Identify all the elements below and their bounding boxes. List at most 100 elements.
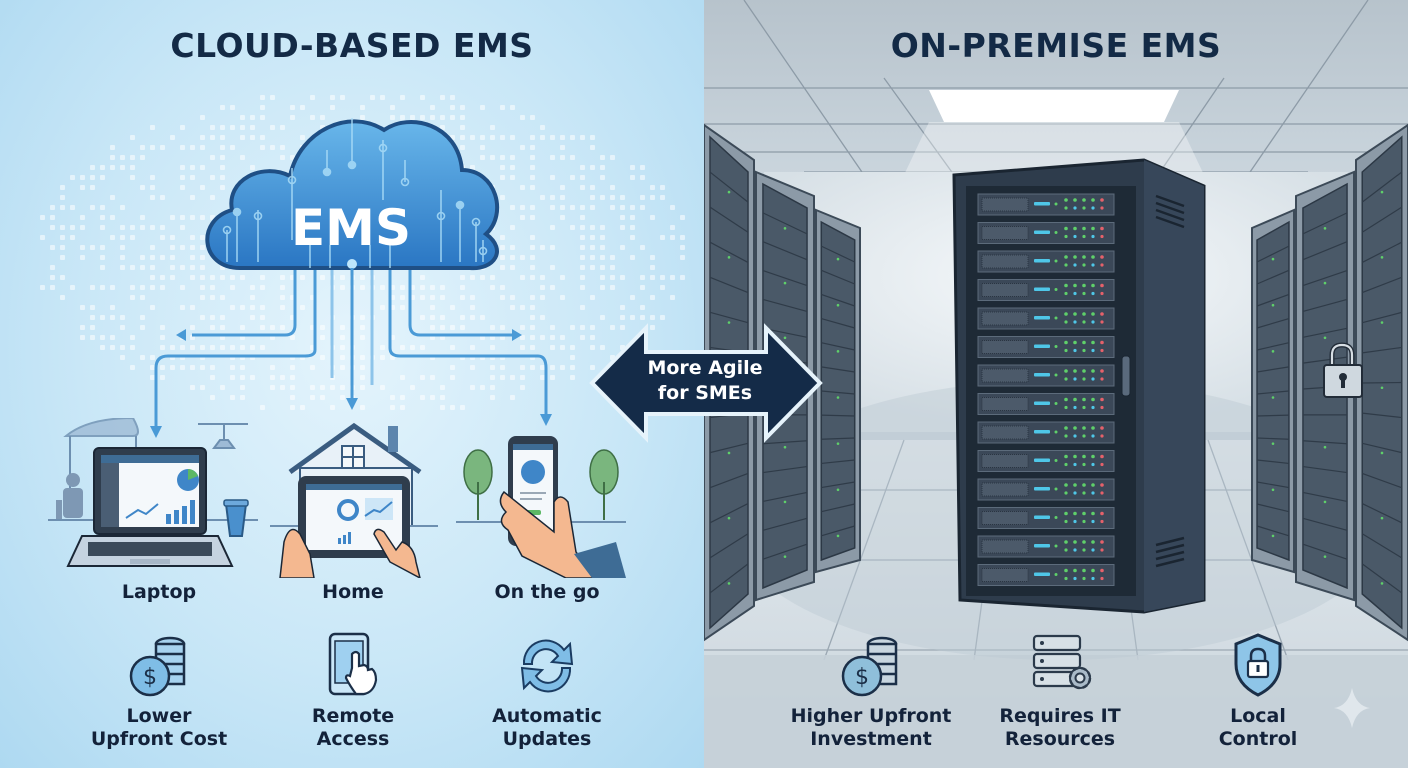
map-dot bbox=[240, 115, 245, 120]
map-dot bbox=[280, 325, 285, 330]
map-dot bbox=[400, 345, 405, 350]
map-dot bbox=[130, 335, 135, 340]
map-dot bbox=[160, 145, 165, 150]
map-dot bbox=[320, 325, 325, 330]
map-dot bbox=[260, 405, 265, 410]
map-dot bbox=[580, 305, 585, 310]
map-dot bbox=[260, 95, 265, 100]
server-unit bbox=[977, 364, 1115, 387]
server-unit bbox=[977, 478, 1115, 501]
map-dot bbox=[580, 135, 585, 140]
map-dot bbox=[640, 195, 645, 200]
map-dot bbox=[500, 375, 505, 380]
map-dot bbox=[190, 255, 195, 260]
map-dot bbox=[200, 255, 205, 260]
map-dot bbox=[50, 265, 55, 270]
map-dot bbox=[440, 385, 445, 390]
map-dot bbox=[450, 305, 455, 310]
map-dot bbox=[210, 315, 215, 320]
map-dot bbox=[390, 115, 395, 120]
map-dot bbox=[100, 165, 105, 170]
map-dot bbox=[90, 205, 95, 210]
map-dot bbox=[170, 255, 175, 260]
map-dot bbox=[520, 385, 525, 390]
map-dot bbox=[660, 195, 665, 200]
map-dot bbox=[220, 345, 225, 350]
map-dot bbox=[200, 215, 205, 220]
ceiling-light bbox=[929, 90, 1179, 122]
map-dot bbox=[430, 305, 435, 310]
map-dot bbox=[600, 165, 605, 170]
server-room-scene bbox=[704, 0, 1408, 768]
server-unit bbox=[977, 564, 1115, 586]
map-dot bbox=[240, 135, 245, 140]
map-dot bbox=[530, 245, 535, 250]
server-unit bbox=[977, 450, 1115, 472]
map-dot bbox=[260, 305, 265, 310]
map-dot bbox=[150, 145, 155, 150]
feature-requires-it-resources: Requires IT Resources bbox=[960, 705, 1160, 751]
map-dot bbox=[270, 375, 275, 380]
map-dot bbox=[400, 405, 405, 410]
map-dot bbox=[630, 315, 635, 320]
map-dot bbox=[90, 285, 95, 290]
map-dot bbox=[600, 345, 605, 350]
map-dot bbox=[150, 245, 155, 250]
map-dot bbox=[600, 195, 605, 200]
map-dot bbox=[510, 295, 515, 300]
map-dot bbox=[620, 195, 625, 200]
side-server-rack bbox=[1251, 208, 1295, 574]
map-dot bbox=[420, 295, 425, 300]
map-dot bbox=[450, 345, 455, 350]
map-dot bbox=[150, 175, 155, 180]
map-dot bbox=[560, 135, 565, 140]
map-dot bbox=[340, 285, 345, 290]
map-dot bbox=[670, 225, 675, 230]
map-dot bbox=[430, 395, 435, 400]
map-dot bbox=[530, 185, 535, 190]
map-dot bbox=[120, 205, 125, 210]
map-dot bbox=[660, 275, 665, 280]
map-dot bbox=[110, 235, 115, 240]
map-dot bbox=[460, 315, 465, 320]
map-dot bbox=[220, 295, 225, 300]
map-dot bbox=[580, 175, 585, 180]
map-dot bbox=[170, 365, 175, 370]
map-dot bbox=[230, 145, 235, 150]
map-dot bbox=[260, 105, 265, 110]
map-dot bbox=[240, 375, 245, 380]
map-dot bbox=[220, 335, 225, 340]
map-dot bbox=[490, 325, 495, 330]
map-dot bbox=[680, 255, 685, 260]
map-dot bbox=[240, 325, 245, 330]
map-dot bbox=[200, 315, 205, 320]
map-dot bbox=[610, 325, 615, 330]
map-dot bbox=[580, 185, 585, 190]
benefit-automatic-updates: Automatic Updates bbox=[447, 705, 647, 751]
map-dot bbox=[200, 345, 205, 350]
map-dot bbox=[530, 215, 535, 220]
map-dot bbox=[140, 315, 145, 320]
map-dot bbox=[540, 375, 545, 380]
map-dot bbox=[160, 255, 165, 260]
map-dot bbox=[540, 335, 545, 340]
map-dot bbox=[170, 275, 175, 280]
map-dot bbox=[480, 155, 485, 160]
map-dot bbox=[560, 275, 565, 280]
map-dot bbox=[250, 285, 255, 290]
map-dot bbox=[400, 295, 405, 300]
map-dot bbox=[270, 145, 275, 150]
map-dot bbox=[290, 335, 295, 340]
map-dot bbox=[560, 155, 565, 160]
map-dot bbox=[250, 305, 255, 310]
map-dot bbox=[420, 275, 425, 280]
map-dot bbox=[240, 335, 245, 340]
map-dot bbox=[260, 315, 265, 320]
map-dot bbox=[400, 285, 405, 290]
map-dot bbox=[590, 265, 595, 270]
map-dot bbox=[620, 225, 625, 230]
map-dot bbox=[200, 235, 205, 240]
map-dot bbox=[530, 275, 535, 280]
map-dot bbox=[220, 185, 225, 190]
map-dot bbox=[440, 125, 445, 130]
